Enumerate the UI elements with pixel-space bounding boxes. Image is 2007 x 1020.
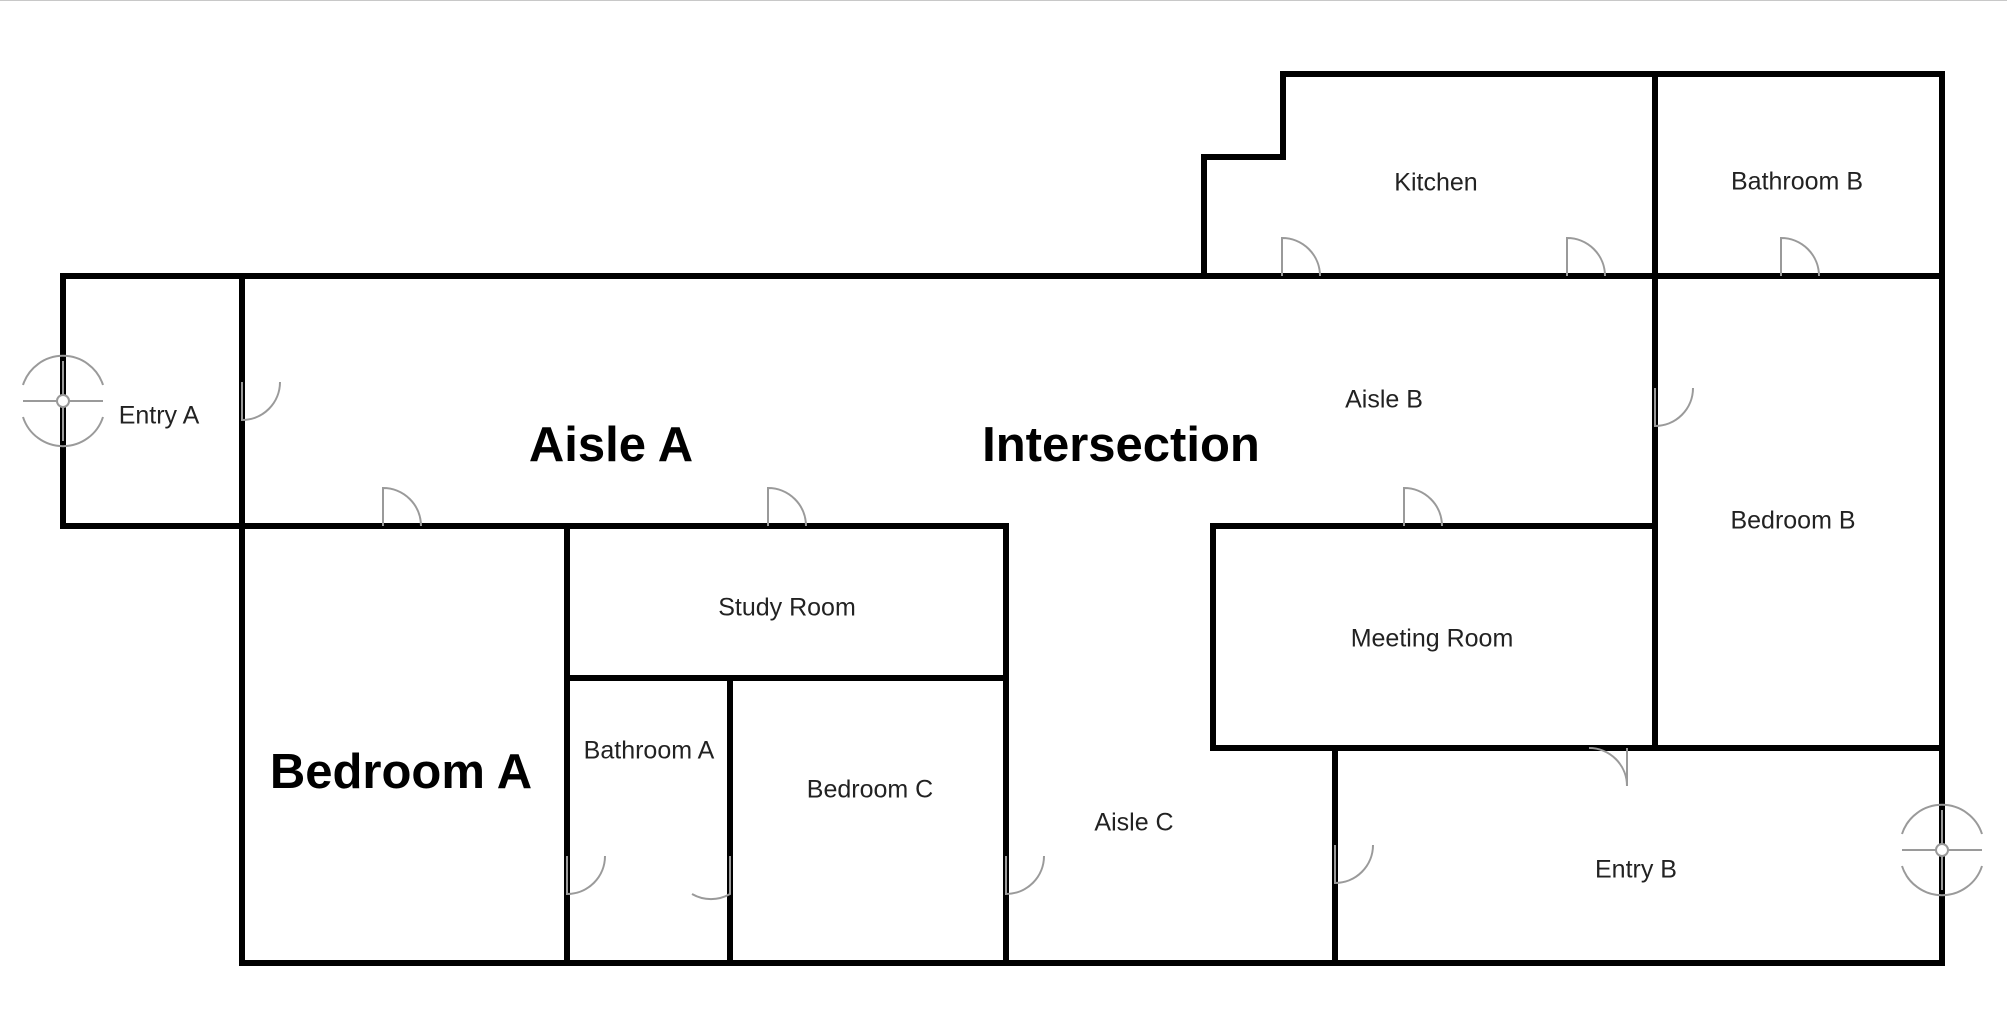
label-meeting-room: Meeting Room	[1351, 625, 1514, 653]
label-bedroom-a: Bedroom A	[270, 745, 532, 799]
door-bathroom-b	[1780, 236, 1820, 277]
label-aisle-c: Aisle C	[1094, 809, 1173, 837]
door-aisle-c	[1005, 855, 1045, 896]
revolving-door-entry-a	[22, 354, 104, 448]
doors	[241, 236, 1820, 901]
door-meeting-room	[1403, 486, 1443, 527]
door-kitchen-left	[1281, 236, 1321, 277]
label-study-room: Study Room	[718, 594, 856, 622]
door-entry-b-top	[1588, 747, 1628, 787]
label-entry-a: Entry A	[119, 402, 200, 430]
label-entry-b: Entry B	[1595, 856, 1677, 884]
revolving-door-entry-b	[1901, 803, 1983, 897]
label-kitchen: Kitchen	[1394, 169, 1477, 197]
door-entry-b-left	[1334, 844, 1374, 885]
walls	[60, 71, 1945, 966]
top-border-line	[0, 0, 2007, 1]
door-bedroom-a	[382, 486, 422, 527]
door-entry-a	[241, 381, 281, 422]
wall-meeting-room	[1210, 523, 1945, 751]
label-bedroom-b: Bedroom B	[1730, 507, 1855, 535]
outer-wall-top	[60, 71, 1945, 966]
label-intersection: Intersection	[982, 418, 1260, 472]
label-bathroom-b: Bathroom B	[1731, 168, 1863, 196]
label-bathroom-a: Bathroom A	[584, 737, 715, 765]
door-bedroom-c	[691, 856, 731, 901]
door-bathroom-a	[566, 855, 606, 896]
door-study-room	[767, 486, 807, 527]
label-aisle-b: Aisle B	[1345, 386, 1423, 414]
room-labels: Kitchen Bathroom B Entry A Aisle A Inter…	[119, 168, 1863, 884]
door-kitchen-right	[1566, 236, 1606, 277]
label-aisle-a: Aisle A	[529, 418, 693, 472]
door-bedroom-b	[1654, 387, 1694, 428]
label-bedroom-c: Bedroom C	[807, 776, 933, 804]
